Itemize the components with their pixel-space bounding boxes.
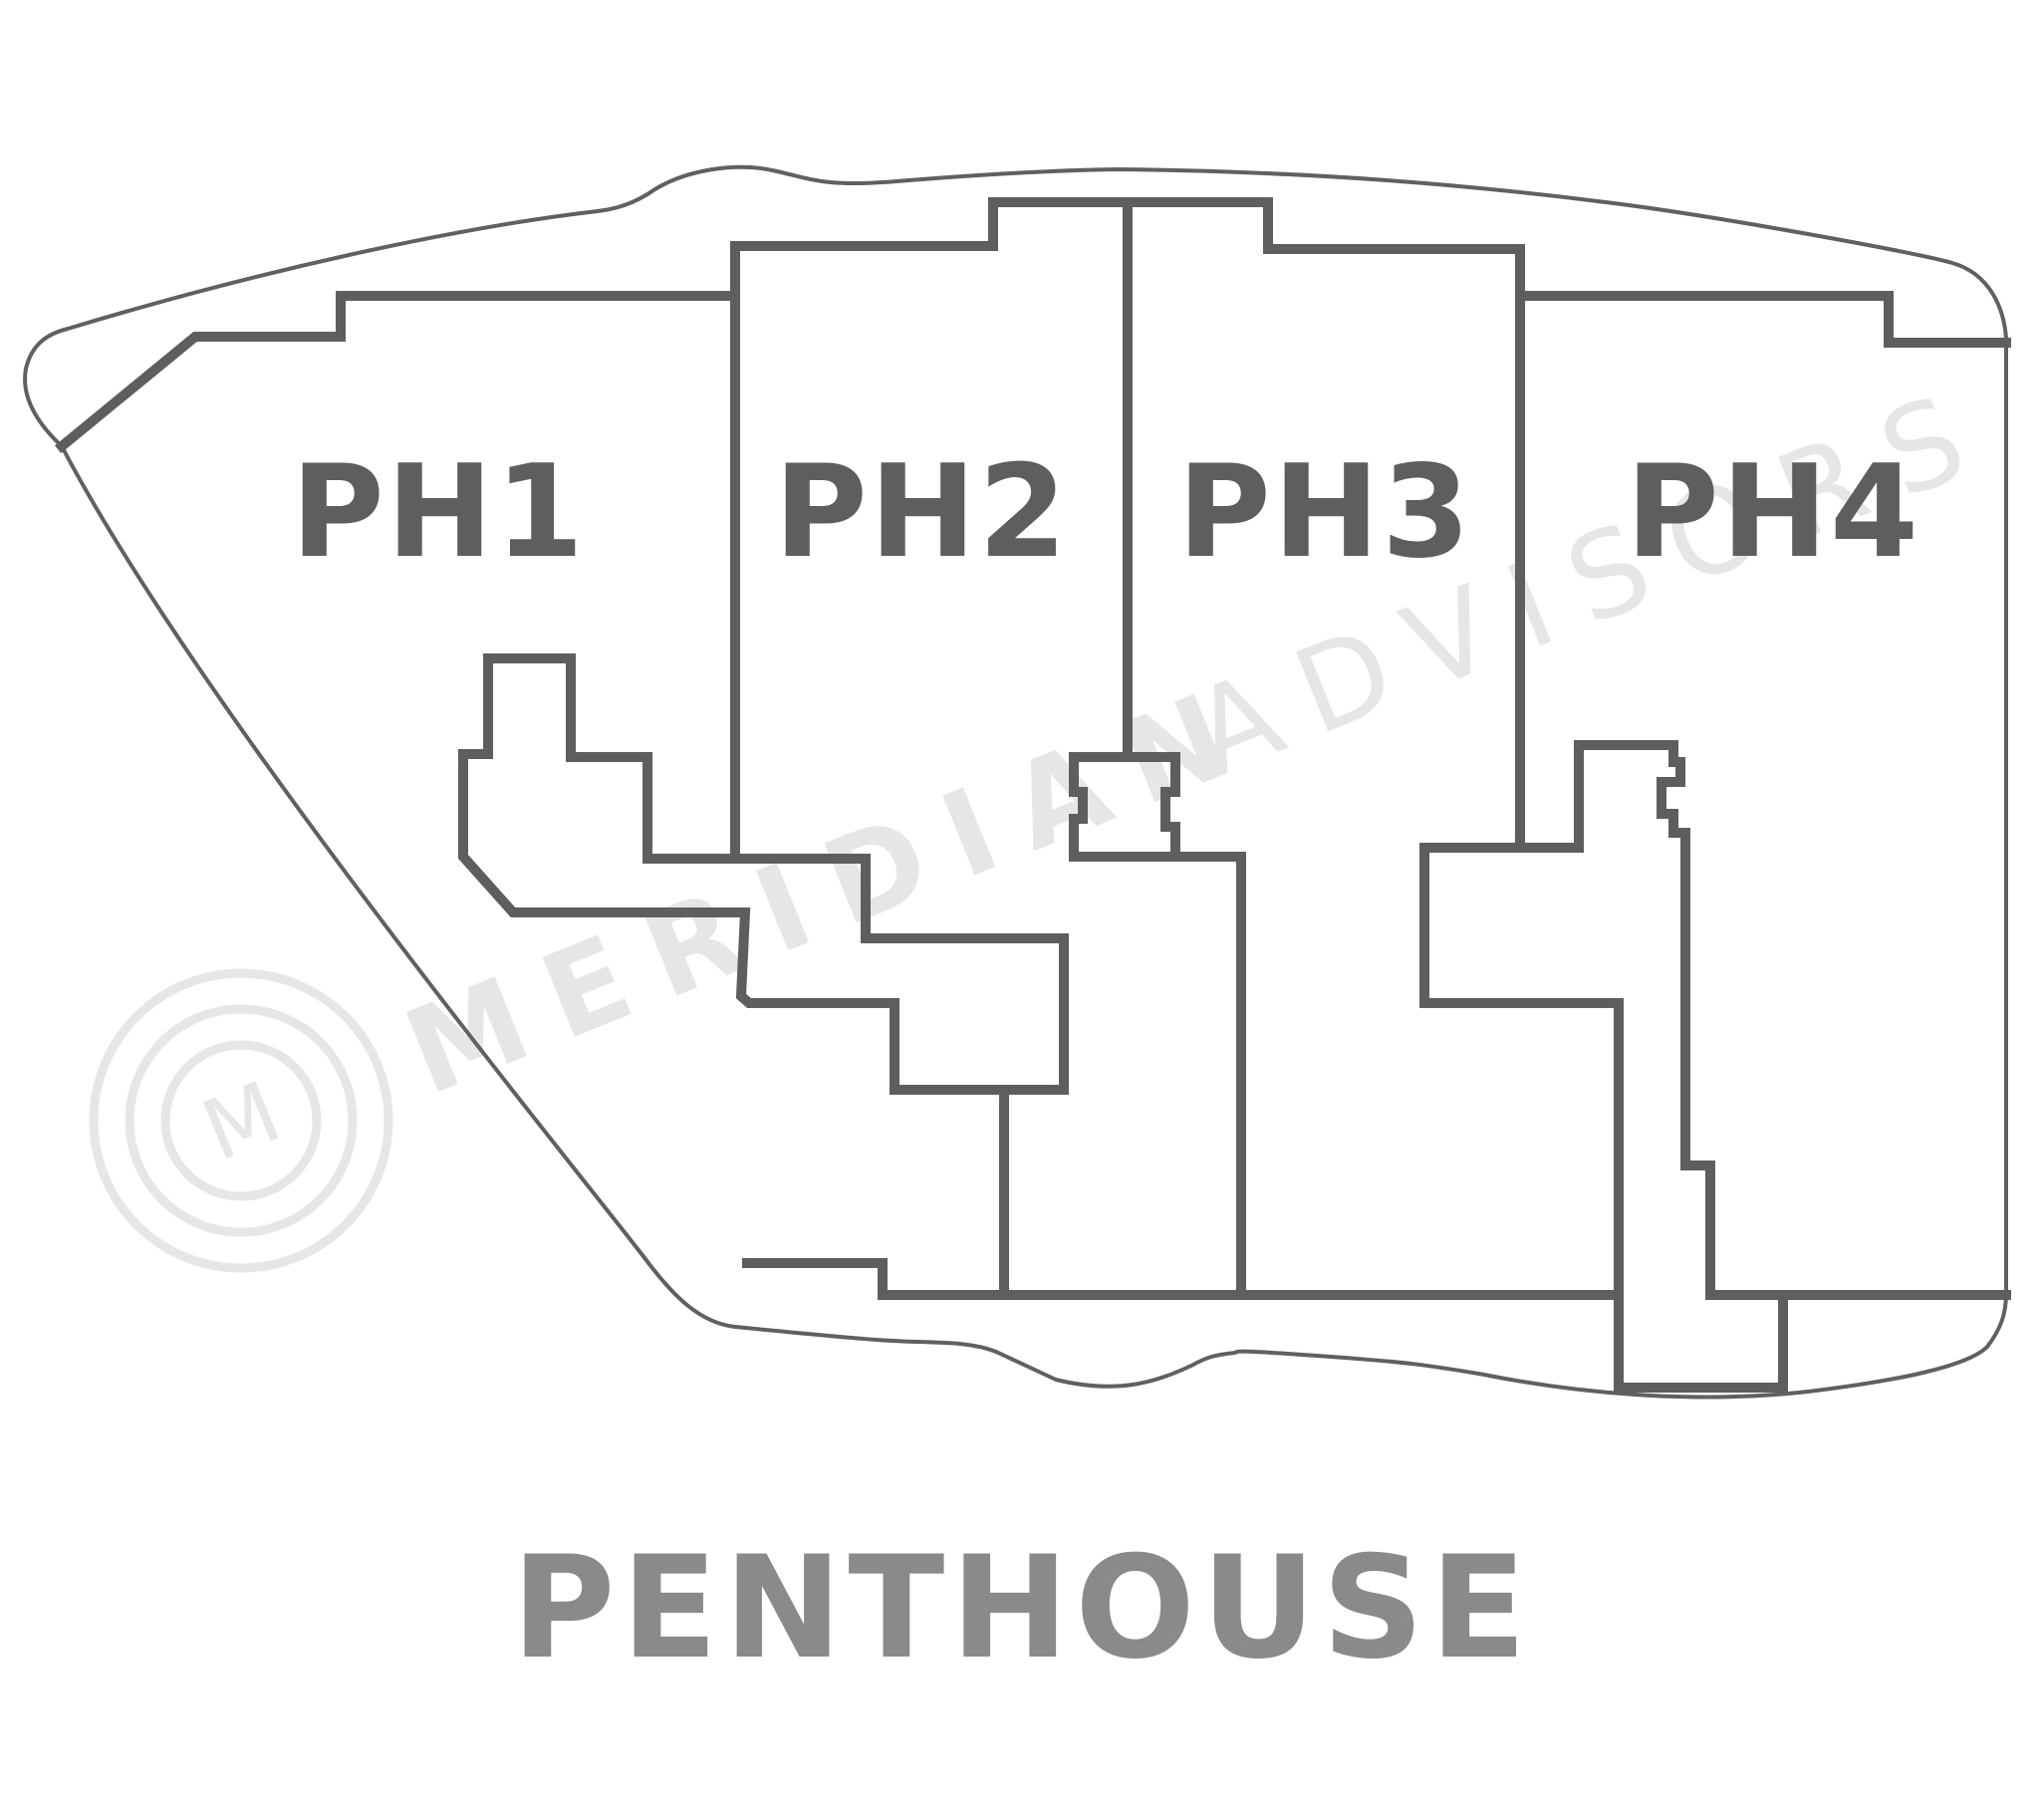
watermark-logo: M (89, 968, 393, 1273)
building-outline (23, 164, 2008, 1400)
unit-ph2[interactable] (730, 197, 1246, 1300)
watermark-inner-ring (160, 1040, 322, 1201)
unit-label-ph4: PH4 (1626, 438, 1920, 587)
watermark-outer-ring (89, 968, 393, 1273)
unit-ph3[interactable] (1123, 197, 1624, 1300)
unit-ground-strip (742, 1258, 1009, 1300)
floor-title: PENTHOUSE (511, 1526, 1533, 1690)
unit-label-ph3: PH3 (1177, 438, 1472, 587)
watermark-middle-ring (125, 1004, 358, 1237)
watermark-brand-primary: MERIDIAN (387, 656, 1275, 1122)
watermark-monogram: M (189, 1063, 293, 1180)
unit-ph4[interactable] (1515, 291, 2011, 1393)
unit-label-ph2: PH2 (774, 438, 1069, 587)
unit-label-ph1: PH1 (291, 438, 586, 587)
